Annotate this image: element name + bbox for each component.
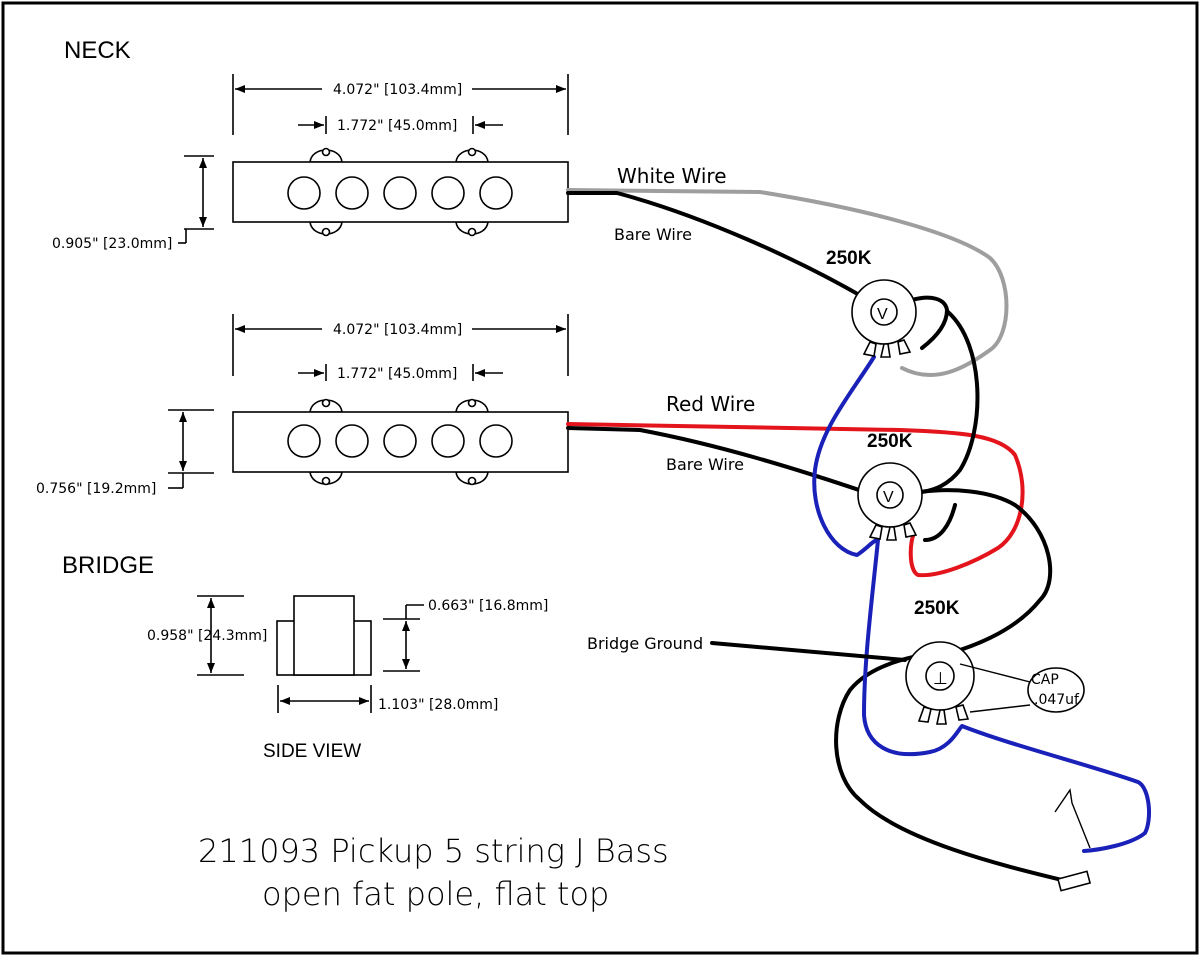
red-wire: [566, 422, 1025, 578]
side-height-label: 0.958" [24.3mm]: [147, 628, 267, 644]
blue-wire: [812, 355, 1152, 853]
neck-length-label: 4.072" [103.4mm]: [333, 82, 462, 98]
bridge-width-dimension: 0.756" [19.2mm]: [36, 409, 214, 497]
pot-output-wire: [918, 488, 1053, 652]
neck-length-dimension: 4.072" [103.4mm]: [232, 74, 569, 135]
bridge-length-dimension: 4.072" [103.4mm]: [232, 314, 569, 376]
bridge-pole-piece: [431, 424, 465, 458]
output-jack-wire: [834, 503, 1064, 882]
bridge-length-label: 4.072" [103.4mm]: [333, 322, 462, 338]
svg-text:V: V: [883, 489, 894, 506]
bridge-bare-wire-label: Bare Wire: [666, 455, 744, 474]
pot-value-tone: 250K: [914, 598, 960, 619]
side-width-label: 1.103" [28.0mm]: [378, 697, 498, 713]
neck-pole-spacing-dimension: 1.772" [45.0mm]: [298, 116, 503, 134]
neck-pole-piece: [287, 176, 321, 210]
neck-pole-piece: [335, 176, 369, 210]
side-view-body: [293, 595, 355, 676]
neck-width-dimension: 0.905" [23.0mm]: [52, 155, 214, 252]
neck-bare-wire-label: Bare Wire: [614, 225, 692, 244]
side-view: 0.958" [24.3mm] 0.663" [16.8mm] 1.103" […: [147, 595, 548, 762]
diagram-title-line1: 211093 Pickup 5 string J Bass: [198, 832, 669, 870]
neck-pickup: [232, 147, 569, 237]
pot-jumper-wire: [910, 295, 980, 494]
bridge-heading: BRIDGE: [62, 552, 154, 579]
tone-pot: ⊥ 250K: [905, 598, 975, 725]
bridge-pole-spacing-dimension: 1.772" [45.0mm]: [298, 364, 503, 382]
bridge-pole-piece: [287, 424, 321, 458]
bridge-pole-piece: [335, 424, 369, 458]
bridge-width-label: 0.756" [19.2mm]: [36, 481, 156, 497]
capacitor-value: .047uf: [1034, 692, 1080, 708]
side-cover-height-label: 0.663" [16.8mm]: [428, 598, 548, 614]
bridge-ground-wire: [710, 641, 907, 662]
capacitor: CAP .047uf: [959, 663, 1085, 713]
capacitor-label: CAP: [1031, 672, 1059, 688]
neck-pole-piece: [479, 176, 513, 210]
svg-text:V: V: [877, 306, 888, 323]
bridge-pickup: [232, 398, 569, 486]
pot-value-bridge: 250K: [867, 431, 913, 452]
svg-text:⊥: ⊥: [933, 669, 948, 688]
volume-pot-neck: V 250K: [826, 248, 917, 358]
neck-bare-wire: [566, 191, 870, 302]
bridge-ground-label: Bridge Ground: [587, 634, 703, 653]
bridge-pole-spacing-label: 1.772" [45.0mm]: [337, 366, 457, 382]
volume-pot-bridge: V 250K: [857, 431, 923, 541]
neck-heading: NECK: [64, 37, 131, 64]
bridge-bare-wire: [566, 426, 870, 495]
bridge-pole-piece: [479, 424, 513, 458]
bridge-pole-piece: [383, 424, 417, 458]
neck-pole-spacing-label: 1.772" [45.0mm]: [337, 118, 457, 134]
neck-pole-piece: [383, 176, 417, 210]
diagram-title-line2: open fat pole, flat top: [262, 875, 609, 913]
output-jack: [1054, 788, 1092, 892]
white-wire-label: White Wire: [617, 164, 727, 188]
red-wire-label: Red Wire: [666, 392, 755, 416]
white-wire: [566, 188, 1009, 377]
side-view-heading: SIDE VIEW: [263, 741, 361, 762]
neck-pole-piece: [431, 176, 465, 210]
pot-value-neck: 250K: [826, 248, 872, 269]
neck-width-label: 0.905" [23.0mm]: [52, 236, 172, 252]
